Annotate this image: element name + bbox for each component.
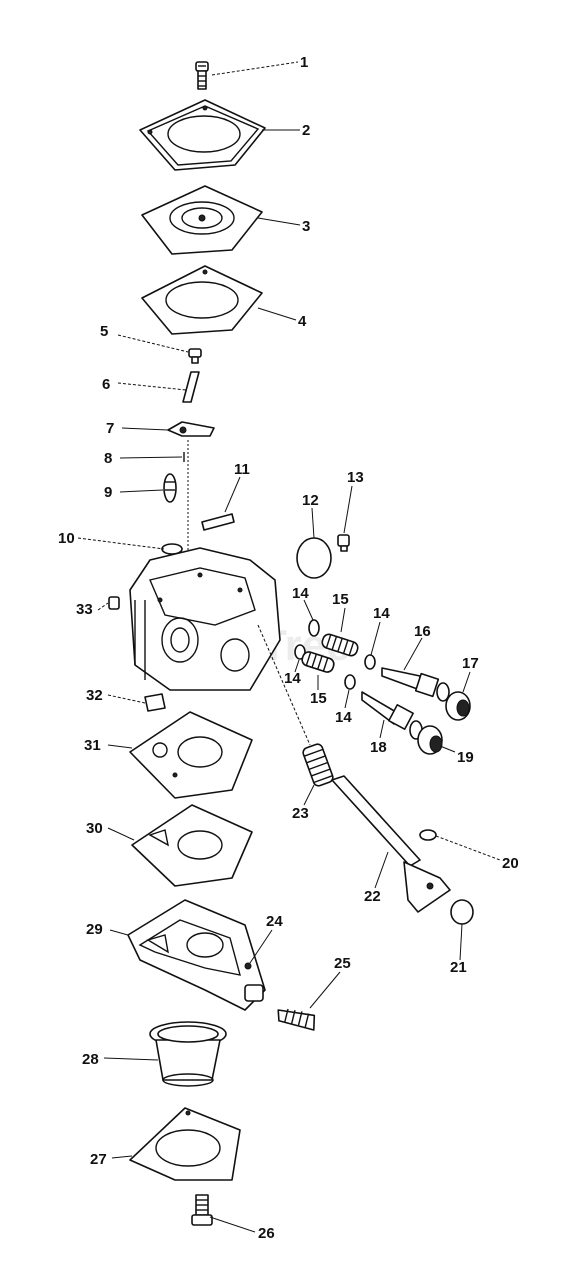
callout-4: 4 xyxy=(298,313,307,330)
callout-3: 3 xyxy=(302,218,310,235)
callout-31: 31 xyxy=(84,737,101,754)
callout-6: 6 xyxy=(102,376,110,393)
part-24-pin xyxy=(244,962,252,970)
callout-20: 20 xyxy=(502,855,519,872)
part-4-gasket xyxy=(141,265,263,335)
callout-14-b: 14 xyxy=(373,605,390,622)
callout-1: 1 xyxy=(300,54,308,71)
callout-14-c: 14 xyxy=(284,670,301,687)
callout-13: 13 xyxy=(347,469,364,486)
part-26-screw xyxy=(191,1194,213,1226)
part-14-o-rings xyxy=(294,619,376,690)
callout-17: 17 xyxy=(462,655,479,672)
callout-12: 12 xyxy=(302,492,319,509)
callout-27: 27 xyxy=(90,1151,107,1168)
part-27-gasket xyxy=(129,1107,241,1181)
callout-23: 23 xyxy=(292,805,309,822)
callout-29: 29 xyxy=(86,921,103,938)
callout-2: 2 xyxy=(302,122,310,139)
part-23-spring xyxy=(257,624,334,787)
part-32-cap xyxy=(144,693,166,712)
callout-25: 25 xyxy=(334,955,351,972)
callout-15-b: 15 xyxy=(310,690,327,707)
part-19-cap xyxy=(417,725,443,755)
part-1-screw xyxy=(195,61,209,90)
part-5-screw xyxy=(188,348,202,364)
callout-labels: 1 2 3 4 5 6 7 8 9 10 11 12 13 14 15 14 1… xyxy=(58,54,519,1242)
callout-16: 16 xyxy=(414,623,431,640)
carburetor-body xyxy=(129,547,281,691)
part-21-cap xyxy=(450,899,474,925)
callout-18: 18 xyxy=(370,739,387,756)
part-9-spring xyxy=(163,473,177,503)
leader-lines xyxy=(77,61,501,1233)
part-30-diaphragm xyxy=(131,804,253,887)
part-22-throttle-shaft xyxy=(331,775,451,913)
callout-11: 11 xyxy=(234,461,250,478)
part-15-springs xyxy=(301,633,359,673)
part-11-strip xyxy=(201,513,235,531)
callout-10: 10 xyxy=(58,530,75,547)
part-16-adjust-screw xyxy=(381,667,450,702)
part-29-cover xyxy=(127,899,266,1011)
part-31-gasket xyxy=(129,711,253,799)
callout-32: 32 xyxy=(86,687,103,704)
part-6-pin xyxy=(182,371,200,403)
callout-26: 26 xyxy=(258,1225,275,1242)
callout-5: 5 xyxy=(100,323,108,340)
part-18-adjust-screw xyxy=(361,691,423,740)
part-13-screw xyxy=(337,534,350,552)
part-33-plug xyxy=(108,596,120,610)
callout-22: 22 xyxy=(364,888,381,905)
part-17-cap xyxy=(445,691,471,721)
callout-14-a: 14 xyxy=(292,585,309,602)
callout-8: 8 xyxy=(104,450,112,467)
part-3-diaphragm xyxy=(141,185,263,255)
callout-24: 24 xyxy=(266,913,283,930)
callout-30: 30 xyxy=(86,820,103,837)
callout-14-d: 14 xyxy=(335,709,352,726)
callout-19: 19 xyxy=(457,749,474,766)
callout-21: 21 xyxy=(450,959,467,976)
part-12-disc xyxy=(296,537,332,579)
callout-7: 7 xyxy=(106,420,114,437)
callout-15-a: 15 xyxy=(332,591,349,608)
part-25-screw xyxy=(277,1008,316,1031)
part-2-cover xyxy=(139,99,266,171)
part-7-lever xyxy=(167,421,215,437)
part-28-cup xyxy=(149,1021,227,1087)
callout-9: 9 xyxy=(104,484,112,501)
callout-28: 28 xyxy=(82,1051,99,1068)
callout-33: 33 xyxy=(76,601,93,618)
part-20-clip xyxy=(419,829,437,841)
